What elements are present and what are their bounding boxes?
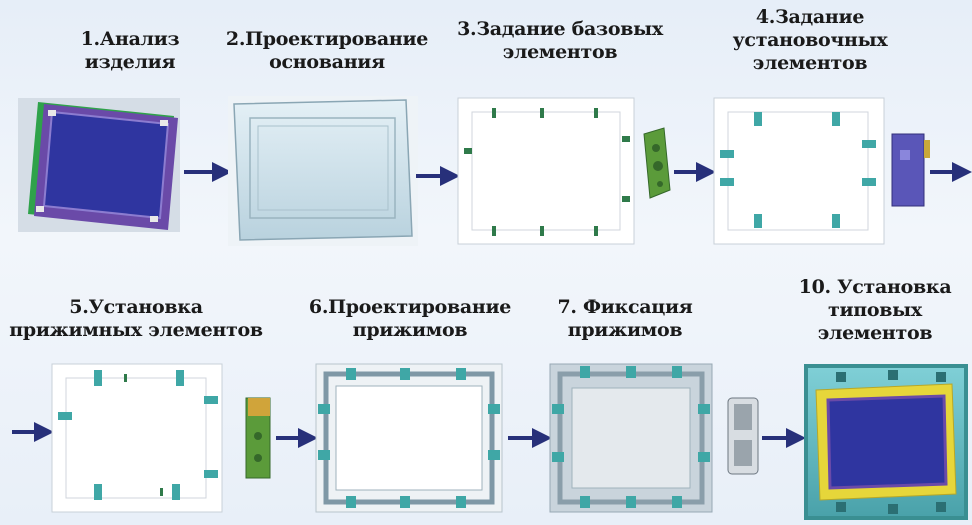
clamps-design-image bbox=[316, 364, 502, 512]
base-plate-image bbox=[228, 96, 418, 246]
product-image bbox=[18, 98, 180, 232]
clamping-elements-image bbox=[52, 364, 270, 512]
base-elements-image bbox=[458, 98, 670, 244]
clamps-fixation-image bbox=[550, 364, 758, 512]
clamp-block-image bbox=[892, 134, 930, 206]
standard-elements-image bbox=[804, 364, 968, 520]
clamp-part-image bbox=[246, 398, 270, 478]
locator-block-image bbox=[644, 128, 670, 198]
locating-elements-image bbox=[714, 98, 930, 244]
fixation-part-image bbox=[728, 398, 758, 474]
